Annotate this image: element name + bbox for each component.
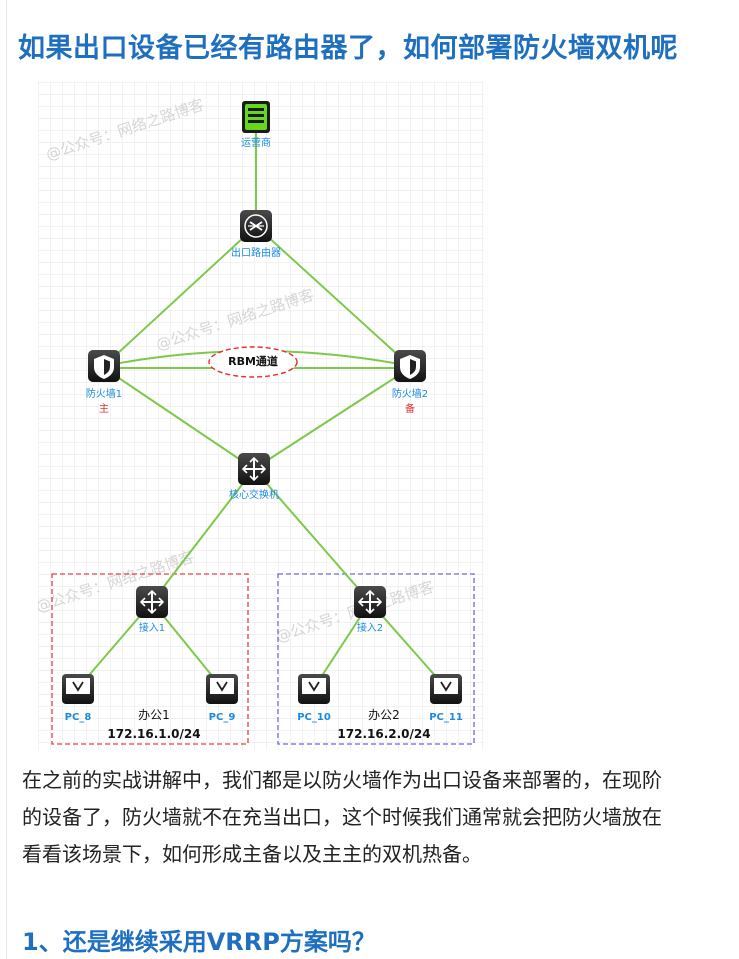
link-core-access2: [253, 468, 371, 603]
paragraph-line: 看看该场景下，如何形成主备以及主主的双机热备。: [22, 842, 482, 866]
pc11-label: PC_11: [429, 712, 463, 723]
access2-label: 接入2: [357, 621, 383, 634]
firewall1-role: 主: [99, 403, 109, 415]
link-fw2-core: [253, 367, 411, 470]
firewall2-role: 备: [405, 402, 415, 415]
section-heading: 1、还是继续采用VRRP方案吗？: [22, 928, 376, 956]
office2-boundary: [277, 573, 475, 745]
isp-server-icon: [242, 101, 270, 133]
access2-switch-icon: [354, 586, 386, 618]
link-core-access1: [151, 468, 255, 603]
rbm-channel-highlight: [208, 346, 298, 378]
paragraph-line: 在之前的实战讲解中，我们都是以防火墙作为出口设备来部署的，在现阶: [22, 768, 662, 792]
router-icon: [240, 210, 272, 242]
isp-label: 运营商: [241, 136, 271, 149]
pc8-monitor-icon: [62, 674, 94, 704]
office2-subnet: 172.16.2.0/24: [337, 727, 430, 741]
link-fw1-core: [103, 367, 255, 470]
article-paragraph: 在之前的实战讲解中，我们都是以防火墙作为出口设备来部署的，在现阶 的设备了，防火…: [22, 762, 739, 873]
firewall1-shield-icon: [88, 350, 120, 382]
router-label: 出口路由器: [231, 246, 281, 259]
office2-name: 办公2: [368, 707, 400, 722]
firewall2-label: 防火墙2: [392, 387, 428, 400]
page-left-rule: [6, 0, 7, 959]
rbm-label: RBM通道: [228, 354, 278, 368]
pc11-monitor-icon: [430, 674, 462, 704]
pc9-label: PC_9: [209, 712, 236, 723]
firewall1-label: 防火墙1: [86, 387, 122, 400]
core-switch-label: 核心交换机: [229, 488, 279, 501]
pc8-label: PC_8: [65, 712, 92, 723]
article-title: 如果出口设备已经有路由器了，如何部署防火墙双机呢: [18, 33, 678, 64]
link-router-fw1: [103, 225, 257, 367]
firewall2-shield-icon: [394, 350, 426, 382]
pc10-label: PC_10: [297, 712, 331, 723]
paragraph-line: 的设备了，防火墙就不在充当出口，这个时候我们通常就会把防火墙放在: [22, 805, 662, 829]
link-router-fw2: [255, 225, 411, 367]
core-switch-icon: [238, 453, 270, 485]
network-topology-diagram: @公众号：网络之路博客 @公众号：网络之路博客 @公众号：网络之路博客 @公众号…: [34, 82, 484, 750]
access1-label: 接入1: [139, 621, 165, 634]
access1-switch-icon: [136, 586, 168, 618]
grid-background: [38, 82, 484, 750]
pc10-monitor-icon: [298, 674, 330, 704]
pc9-monitor-icon: [206, 674, 238, 704]
office1-name: 办公1: [138, 707, 170, 722]
office1-boundary: [51, 573, 249, 745]
office1-subnet: 172.16.1.0/24: [107, 727, 200, 741]
